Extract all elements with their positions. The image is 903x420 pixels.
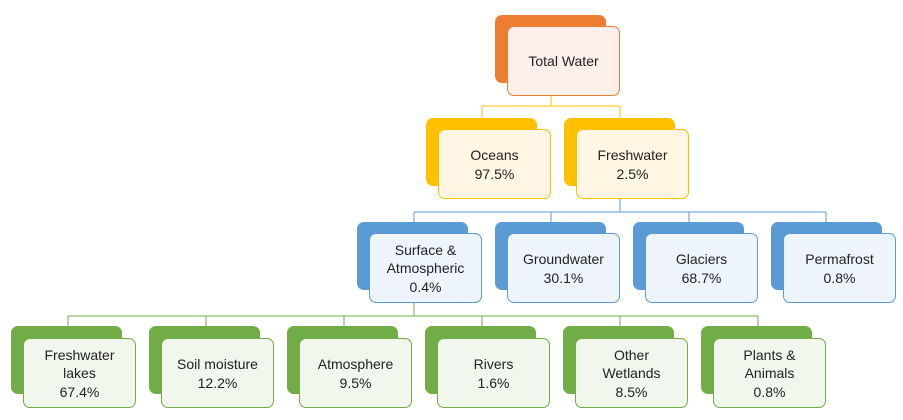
node-value: 0.8%: [753, 383, 786, 400]
node-label: Freshwater: [597, 146, 668, 163]
node-value: 0.4%: [409, 278, 442, 295]
node-label: Glaciers: [675, 250, 728, 267]
node-label: Atmosphere: [317, 355, 394, 372]
node-value: 68.7%: [681, 269, 722, 286]
connector-total-children: [481, 95, 621, 118]
node-value: 0.8%: [823, 269, 856, 286]
node-value: 2.5%: [616, 165, 649, 182]
node-label: Other Wetlands: [602, 346, 661, 381]
node-label: Rivers: [473, 355, 514, 372]
node-label: Soil moisture: [177, 355, 258, 372]
node-value: 67.4%: [59, 383, 100, 400]
node-value: 97.5%: [474, 165, 515, 182]
node-value: 8.5%: [615, 383, 648, 400]
node-label: Plants & Animals: [743, 346, 796, 381]
node-label: Groundwater: [523, 250, 604, 267]
node-label: Freshwater lakes: [44, 346, 115, 381]
node-value: 12.2%: [197, 374, 238, 391]
node-label: Total Water: [528, 53, 599, 69]
node-label: Surface & Atmospheric: [386, 241, 465, 276]
node-value: 30.1%: [543, 269, 584, 286]
connector-freshwater-children: [413, 198, 827, 222]
node-label: Permafrost: [805, 250, 874, 267]
connector-surface-children: [67, 303, 759, 326]
node-value: 1.6%: [477, 374, 510, 391]
node-value: 9.5%: [339, 374, 372, 391]
node-label: Oceans: [470, 146, 519, 163]
